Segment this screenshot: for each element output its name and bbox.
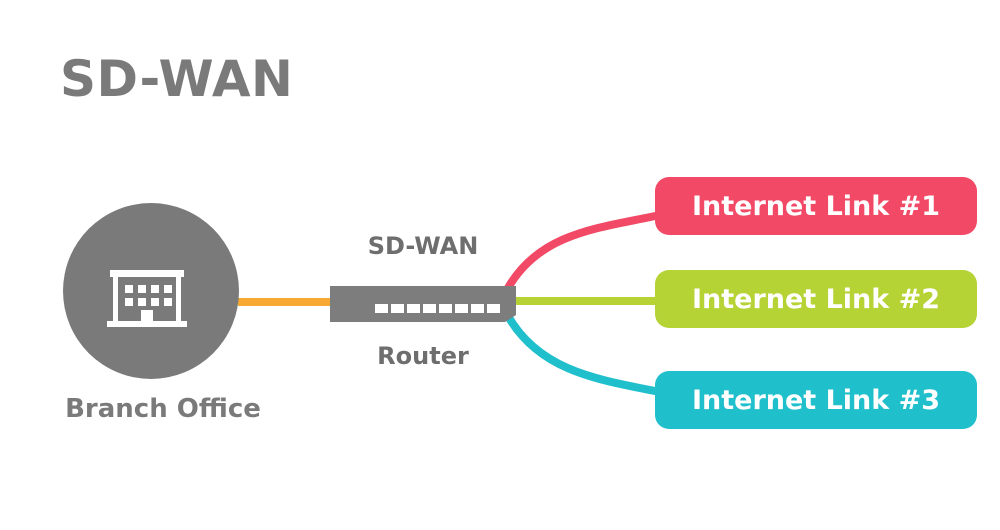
link-1-line [504,211,661,291]
internet-link-2: Internet Link #2 [655,270,977,328]
diagram-title: SD-WAN [60,50,294,108]
router-icon [330,286,516,322]
internet-link-1-label: Internet Link #1 [691,190,941,222]
branch-office-label: Branch Office [65,394,261,424]
router-bottom-label: Router [377,342,469,370]
internet-link-2-label: Internet Link #2 [691,283,941,315]
internet-link-1: Internet Link #1 [655,177,977,235]
router-top-label: SD-WAN [367,232,479,260]
building-icon [107,270,187,327]
link-3-line [504,313,661,396]
internet-link-3-label: Internet Link #3 [691,384,941,416]
internet-link-3: Internet Link #3 [655,371,977,429]
branch-office-node [63,203,239,379]
